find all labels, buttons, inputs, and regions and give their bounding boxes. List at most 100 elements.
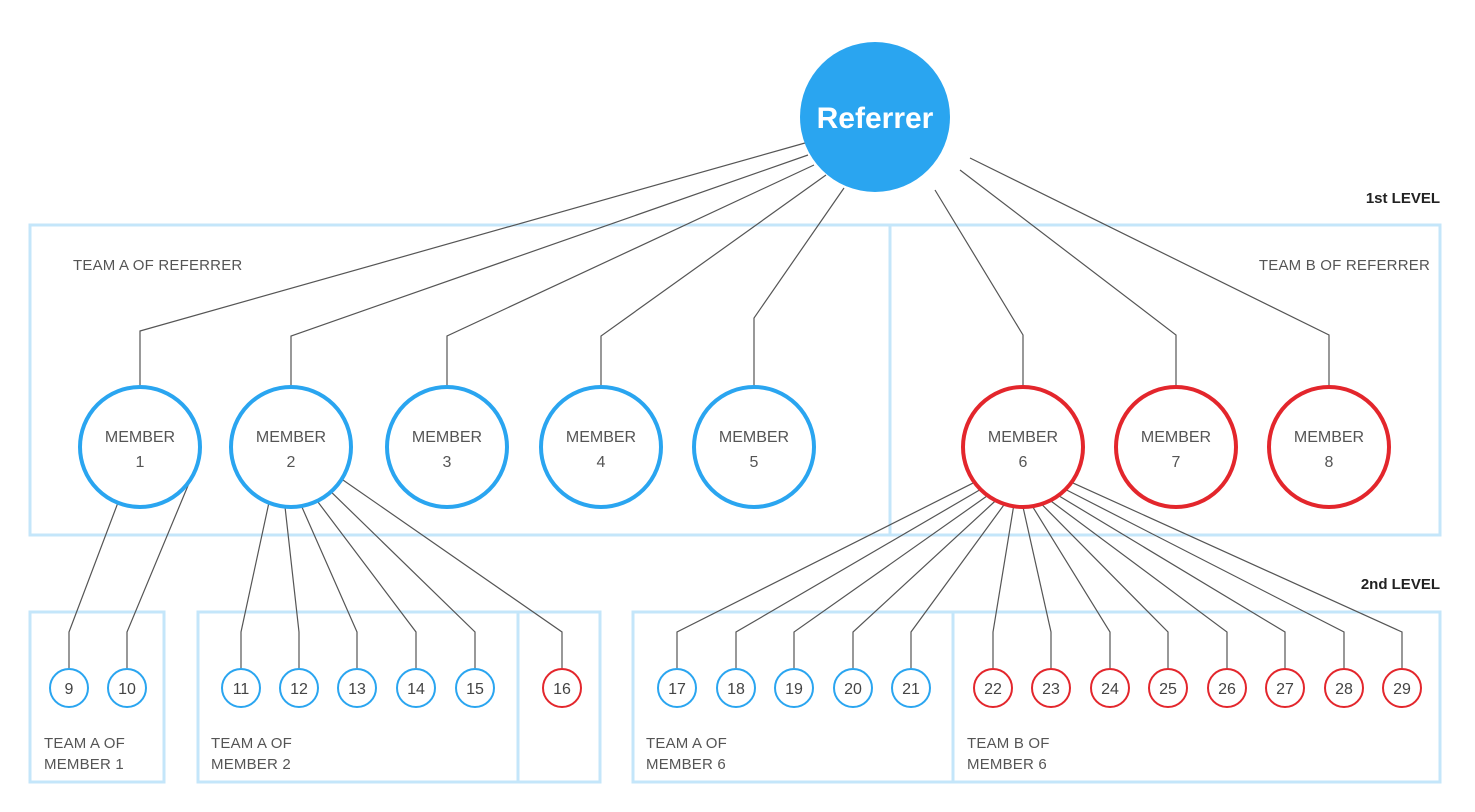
- member-2-to-15-line: [330, 491, 476, 668]
- second-level-node-27: 27: [1265, 668, 1305, 708]
- connector-lines: [68, 142, 1403, 668]
- second-level-number-13: 13: [348, 681, 366, 698]
- second-level-number-10: 10: [118, 681, 136, 698]
- team-b-referrer-label: TEAM B OF REFERRER: [1259, 257, 1430, 274]
- second-level-circle-28: [1324, 668, 1364, 708]
- second-level-node-23: 23: [1031, 668, 1071, 708]
- member-6-circle: [961, 385, 1085, 509]
- member-6-to-24-line: [1031, 505, 1111, 668]
- second-level-number-17: 17: [668, 681, 686, 698]
- member-6-to-19-line: [793, 495, 989, 668]
- second-level-number-18: 18: [727, 681, 745, 698]
- second-level-node-12: 12: [279, 668, 319, 708]
- member-3-title: MEMBER: [412, 429, 482, 446]
- member-2-to-12-line: [284, 506, 300, 668]
- second-level-number-9: 9: [65, 681, 74, 698]
- referrer-to-member-5-line: [753, 187, 845, 385]
- second-level-circle-17: [657, 668, 697, 708]
- second-level-number-24: 24: [1101, 681, 1119, 698]
- member-3-circle: [385, 385, 509, 509]
- second-level-node-25: 25: [1148, 668, 1188, 708]
- member-6-to-18-line: [735, 488, 981, 668]
- team-a-member1-box: [28, 610, 166, 784]
- team-a-member2-label: TEAM A OF MEMBER 2: [211, 735, 296, 773]
- member-8-node: MEMBER 8: [1267, 385, 1391, 509]
- second-level-number-25: 25: [1159, 681, 1177, 698]
- second-level-node-21: 21: [891, 668, 931, 708]
- referrer-to-member-4-line: [600, 174, 827, 385]
- second-level-node-10: 10: [107, 668, 147, 708]
- member-4-circle: [539, 385, 663, 509]
- member-6-to-23-line: [1022, 506, 1052, 668]
- member-6-to-25-line: [1041, 503, 1169, 668]
- referrer-circle: [800, 42, 950, 192]
- member-6-to-29-line: [1071, 481, 1403, 668]
- member-6-number: 6: [1019, 454, 1028, 471]
- second-level-circle-15: [455, 668, 495, 708]
- member-1-to-10-line: [126, 478, 192, 668]
- second-level-node-9: 9: [49, 668, 89, 708]
- second-level-number-21: 21: [902, 681, 920, 698]
- second-level-number-22: 22: [984, 681, 1002, 698]
- team-b-referrer-box: [888, 223, 1442, 537]
- member-6-to-17-line: [676, 481, 975, 668]
- member-8-title: MEMBER: [1294, 429, 1364, 446]
- second-level-circle-10: [107, 668, 147, 708]
- member-6-to-27-line: [1057, 494, 1286, 668]
- second-level-node-17: 17: [657, 668, 697, 708]
- team-a-referrer-label: TEAM A OF REFERRER: [73, 257, 242, 274]
- second-level-node-13: 13: [337, 668, 377, 708]
- member-2-to-14-line: [316, 500, 417, 668]
- second-level-circle-22: [973, 668, 1013, 708]
- member-7-number: 7: [1172, 454, 1181, 471]
- second-level-number-29: 29: [1393, 681, 1411, 698]
- second-level-number-14: 14: [407, 681, 425, 698]
- second-level-number-19: 19: [785, 681, 803, 698]
- team-b-member6-label: TEAM B OF MEMBER 6: [967, 735, 1054, 773]
- member-2-to-13-line: [300, 505, 358, 668]
- member-8-number: 8: [1325, 454, 1334, 471]
- member-7-circle: [1114, 385, 1238, 509]
- second-level-circle-20: [833, 668, 873, 708]
- first-level-label: 1st LEVEL: [1366, 190, 1440, 207]
- second-level-circle-9: [49, 668, 89, 708]
- member-1-circle: [78, 385, 202, 509]
- member-6-to-26-line: [1049, 500, 1228, 668]
- member-1-title: MEMBER: [105, 429, 175, 446]
- second-level-circle-16: [542, 668, 582, 708]
- member-7-title: MEMBER: [1141, 429, 1211, 446]
- member-6-node: MEMBER 6: [961, 385, 1085, 509]
- member-4-title: MEMBER: [566, 429, 636, 446]
- referrer-label: Referrer: [817, 102, 934, 135]
- member-1-number: 1: [136, 454, 145, 471]
- second-level-number-12: 12: [290, 681, 308, 698]
- team-a-member6-label: TEAM A OF MEMBER 6: [646, 735, 731, 773]
- referrer-to-member-7-line: [959, 169, 1177, 385]
- second-level-circle-18: [716, 668, 756, 708]
- second-level-number-28: 28: [1335, 681, 1353, 698]
- second-level-circle-29: [1382, 668, 1422, 708]
- second-level-node-15: 15: [455, 668, 495, 708]
- team-b-member6-box: [951, 610, 1442, 784]
- second-level-circle-26: [1207, 668, 1247, 708]
- referrer-to-member-6-line: [934, 189, 1024, 385]
- second-level-node-14: 14: [396, 668, 436, 708]
- member-1-to-9-line: [68, 502, 119, 668]
- second-level-number-26: 26: [1218, 681, 1236, 698]
- member-1-node: MEMBER 1: [78, 385, 202, 509]
- member-6-title: MEMBER: [988, 429, 1058, 446]
- referrer-to-member-2-line: [290, 154, 809, 385]
- second-level-label: 2nd LEVEL: [1361, 576, 1440, 593]
- second-level-circle-14: [396, 668, 436, 708]
- second-level-number-27: 27: [1276, 681, 1294, 698]
- second-level-node-24: 24: [1090, 668, 1130, 708]
- second-level-circle-13: [337, 668, 377, 708]
- second-level-circle-11: [221, 668, 261, 708]
- second-level-number-23: 23: [1042, 681, 1060, 698]
- second-level-node-11: 11: [221, 668, 261, 708]
- second-level-circle-12: [279, 668, 319, 708]
- member-5-number: 5: [750, 454, 759, 471]
- member2-other-team-box: [516, 610, 602, 784]
- second-level-circle-27: [1265, 668, 1305, 708]
